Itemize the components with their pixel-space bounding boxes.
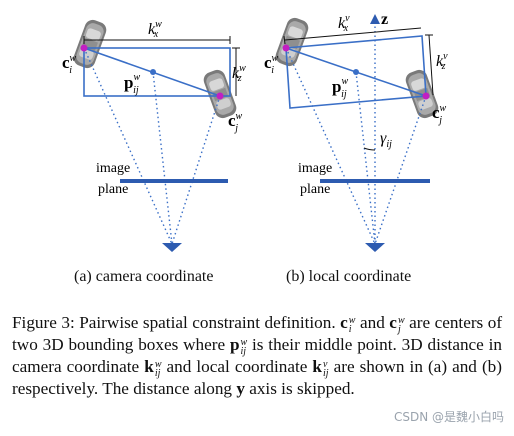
point-p-b (353, 69, 359, 75)
point-ci-a (80, 44, 88, 52)
kz-dimension-b (428, 34, 434, 96)
image-label-a: image (96, 161, 130, 176)
gamma-label: γij (380, 130, 392, 150)
point-p-a (150, 69, 156, 75)
point-ci-b (282, 44, 290, 52)
plane-label-a: plane (98, 182, 128, 197)
panel-b-caption: (b) local coordinate (286, 268, 412, 285)
z-axis-label: z (381, 11, 388, 28)
gamma-arc (363, 147, 376, 151)
projection-lines-b (285, 22, 427, 245)
figure-caption: Figure 3: Pairwise spatial constraint de… (12, 313, 503, 398)
point-cj-a (216, 92, 224, 100)
plane-label-b: plane (300, 182, 330, 197)
kx-dimension-b (284, 27, 422, 41)
image-label-b: image (298, 161, 332, 176)
car-i-a (71, 17, 109, 71)
panel-a-caption: (a) camera coordinate (74, 268, 214, 285)
camera-arrow-b (365, 243, 385, 252)
csdn-watermark: CSDN @是魏小白吗 (393, 410, 504, 424)
projection-lines-a (83, 47, 221, 245)
camera-arrow-a (162, 243, 182, 252)
distance-box-a (83, 47, 231, 97)
image-plane-b (320, 179, 430, 183)
image-plane-a (120, 179, 228, 183)
point-cj-b (422, 92, 430, 100)
z-axis-arrow (370, 14, 380, 24)
